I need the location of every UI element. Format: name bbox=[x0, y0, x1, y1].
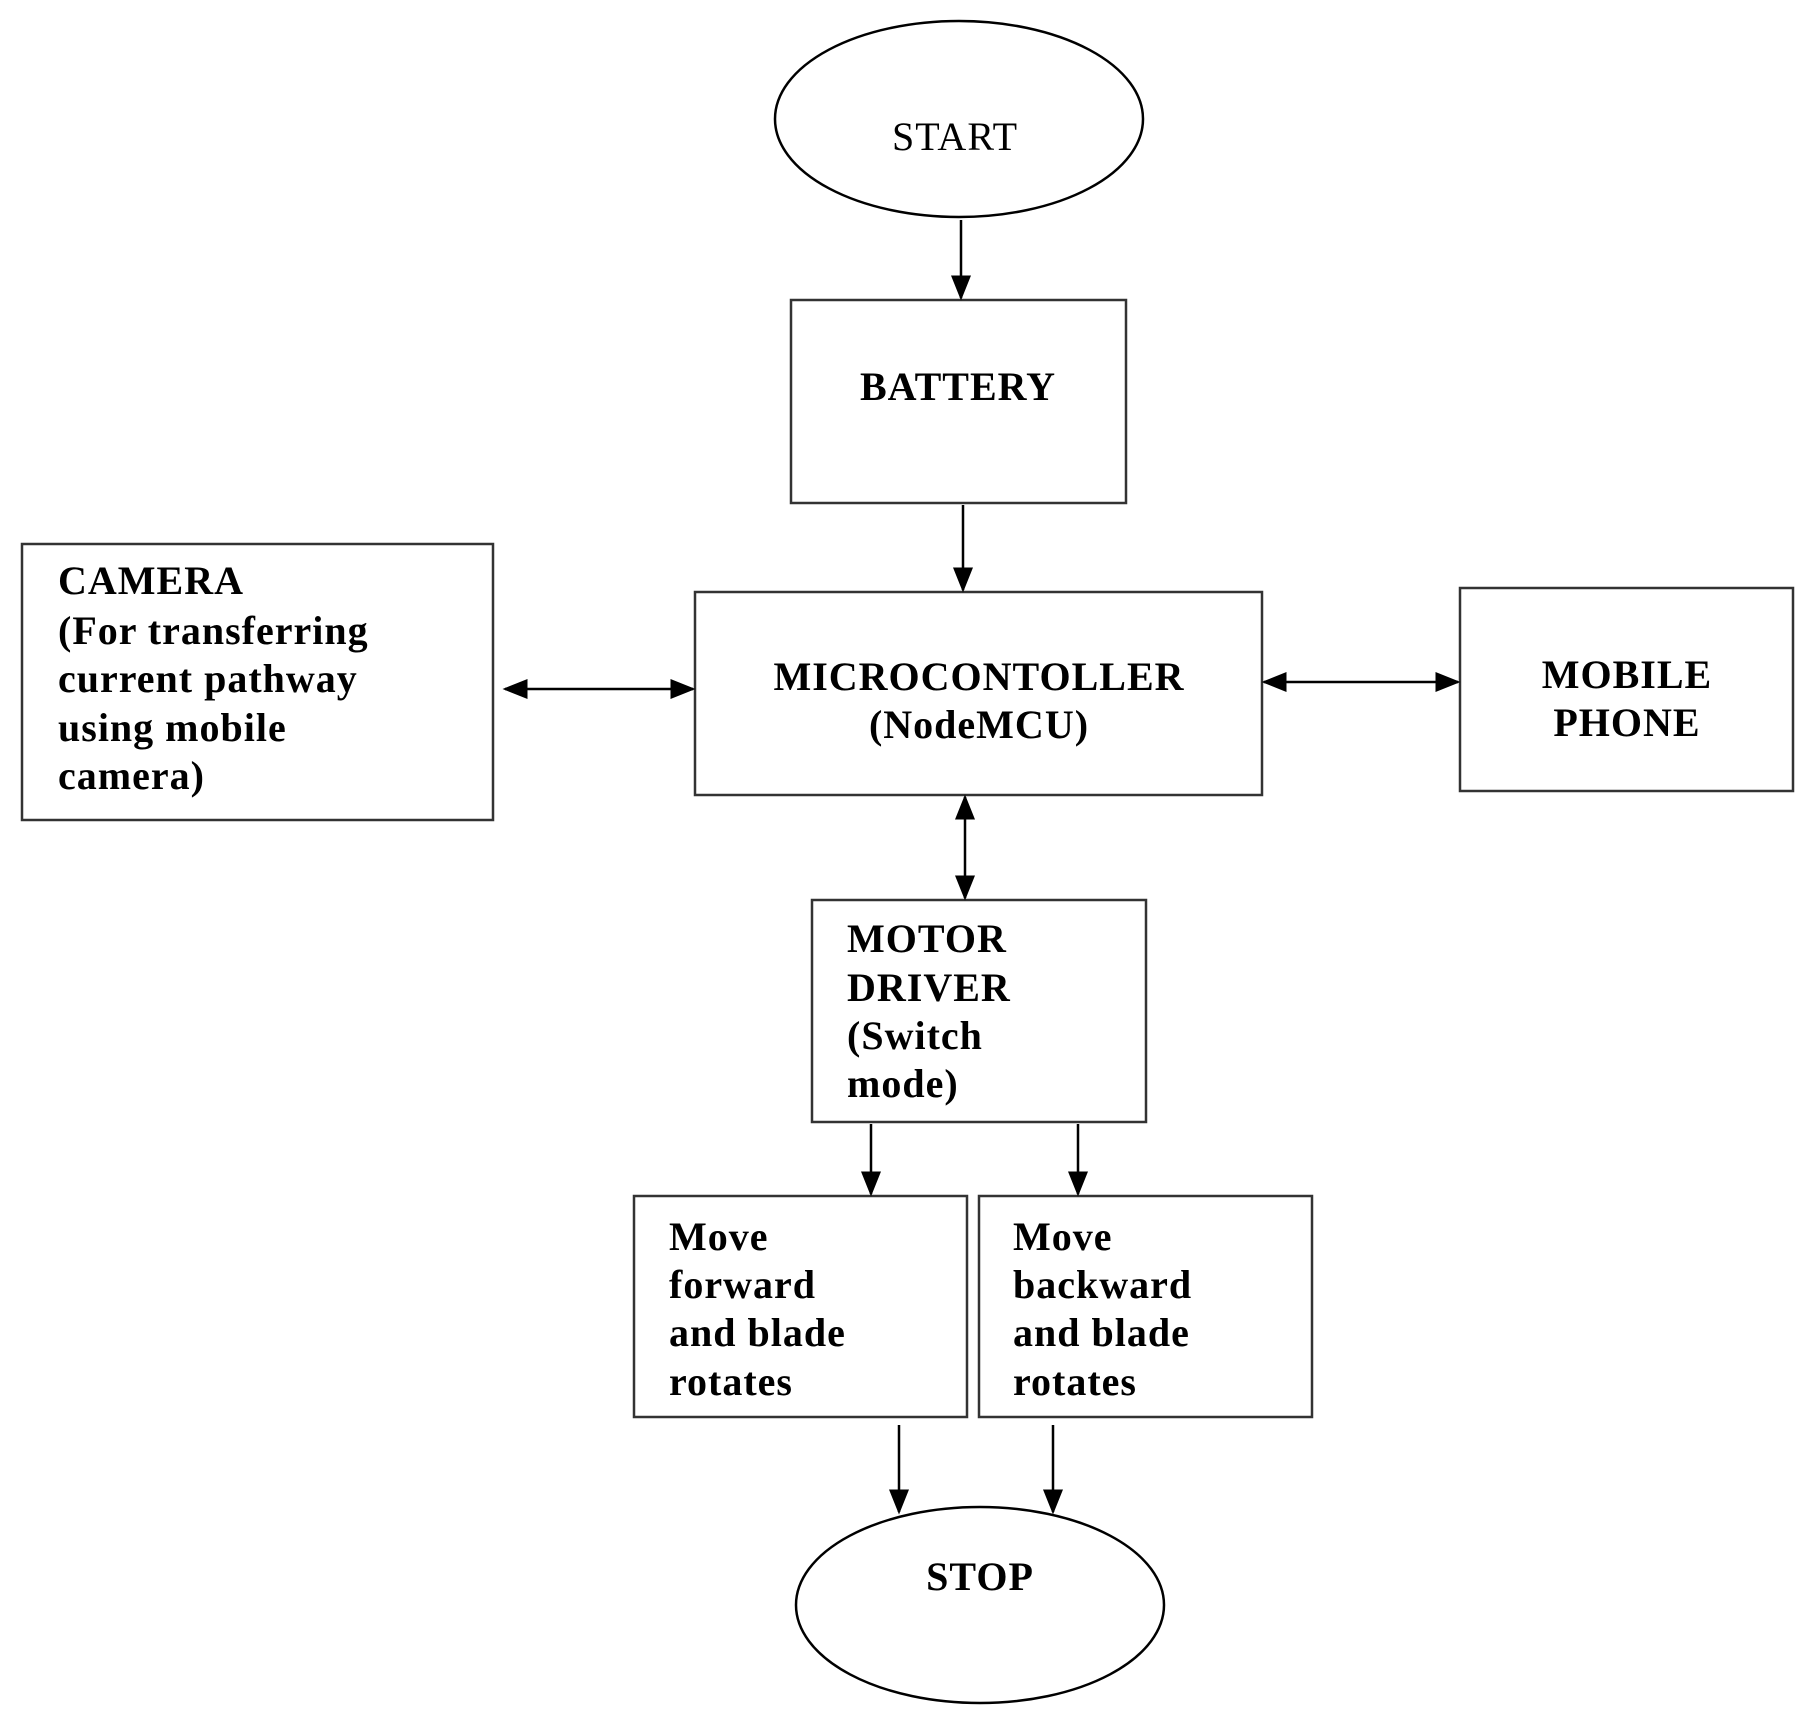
move-forward-label-line-3: and blade bbox=[669, 1310, 846, 1355]
stop-node: STOP bbox=[794, 1505, 1166, 1705]
move-forward-label-line-4: rotates bbox=[669, 1359, 793, 1404]
motor-driver-box: MOTOR DRIVER (Switch mode) bbox=[810, 898, 1148, 1124]
microcontroller-box: MICROCONTOLLER (NodeMCU) bbox=[693, 590, 1264, 797]
move-forward-label-line-1: Move bbox=[669, 1214, 769, 1259]
move-backward-box: Move backward and blade rotates bbox=[977, 1194, 1314, 1419]
camera-label-line-4: using mobile bbox=[58, 705, 287, 750]
microcontroller-label-line-1: MICROCONTOLLER bbox=[773, 654, 1184, 699]
move-forward-box: Move forward and blade rotates bbox=[632, 1194, 969, 1419]
battery-box: BATTERY bbox=[789, 298, 1128, 505]
mobile-phone-box: MOBILE PHONE bbox=[1458, 586, 1795, 793]
camera-label-line-5: camera) bbox=[58, 753, 205, 798]
start-label: START bbox=[892, 114, 1018, 159]
mobile-phone-label-line-1: MOBILE bbox=[1542, 652, 1712, 697]
camera-label-line-3: current pathway bbox=[58, 656, 358, 701]
move-backward-label-line-4: rotates bbox=[1013, 1359, 1137, 1404]
move-backward-label-line-2: backward bbox=[1013, 1262, 1192, 1307]
move-backward-label-line-3: and blade bbox=[1013, 1310, 1190, 1355]
mobile-phone-label-line-2: PHONE bbox=[1553, 700, 1700, 745]
camera-label-line-1: CAMERA bbox=[58, 558, 244, 603]
motor-driver-label-line-3: (Switch bbox=[847, 1013, 983, 1058]
move-forward-label-line-2: forward bbox=[669, 1262, 816, 1307]
motor-driver-label-line-4: mode) bbox=[847, 1061, 959, 1106]
camera-label-line-2: (For transferring bbox=[58, 608, 369, 653]
microcontroller-label-line-2: (NodeMCU) bbox=[869, 702, 1089, 747]
camera-box: CAMERA (For transferring current pathway… bbox=[20, 542, 495, 822]
start-node: START bbox=[773, 19, 1145, 219]
motor-driver-label-line-1: MOTOR bbox=[847, 916, 1007, 961]
battery-label: BATTERY bbox=[860, 364, 1056, 409]
move-backward-label-line-1: Move bbox=[1013, 1214, 1113, 1259]
motor-driver-label-line-2: DRIVER bbox=[847, 965, 1011, 1010]
stop-label: STOP bbox=[926, 1554, 1034, 1599]
